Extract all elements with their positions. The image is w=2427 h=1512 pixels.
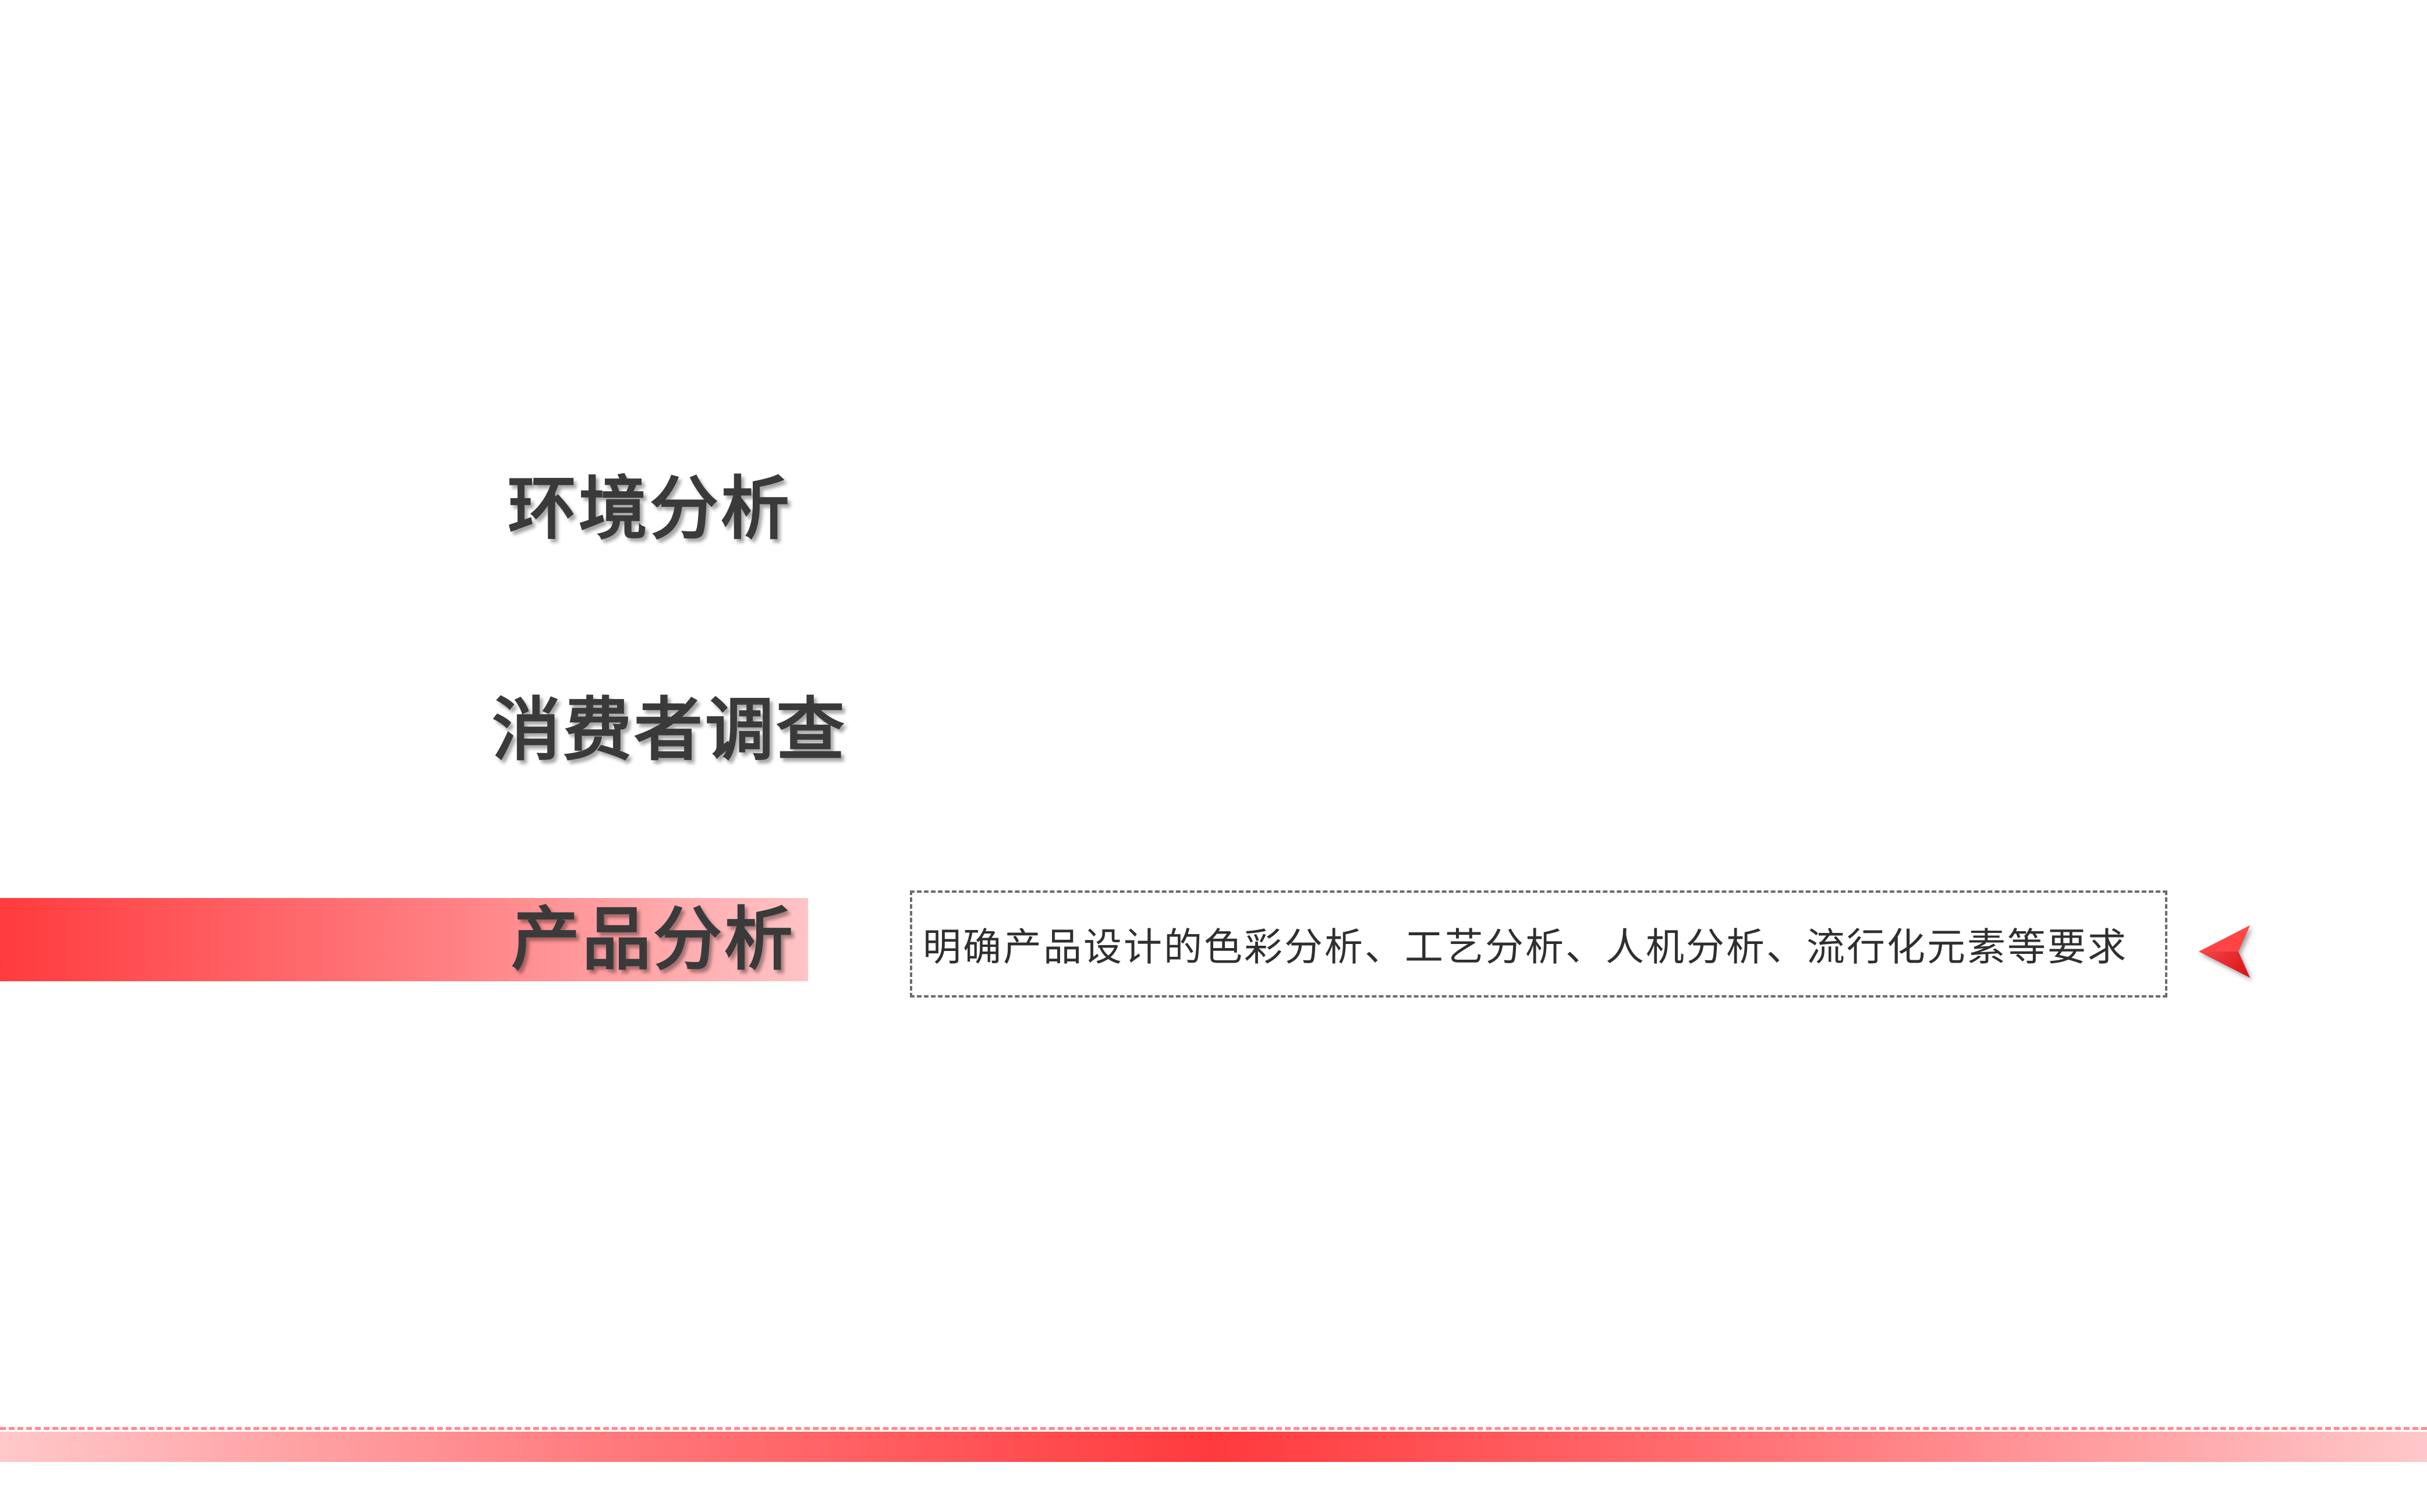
pointer-arrow-icon — [2199, 925, 2250, 978]
description-box: 明确产品设计的色彩分析、工艺分析、人机分析、流行化元素等要求 — [910, 890, 2167, 998]
menu-item-consumer-survey[interactable]: 消费者调查 — [492, 690, 848, 770]
active-item-highlight — [0, 898, 808, 981]
menu-item-product-analysis[interactable]: 产品分析 — [511, 899, 796, 979]
description-text: 明确产品设计的色彩分析、工艺分析、人机分析、流行化元素等要求 — [923, 925, 2128, 970]
bottom-gradient-band — [0, 1432, 2427, 1462]
bottom-dashed-line — [0, 1427, 2427, 1430]
menu-item-environment-analysis[interactable]: 环境分析 — [508, 468, 792, 549]
